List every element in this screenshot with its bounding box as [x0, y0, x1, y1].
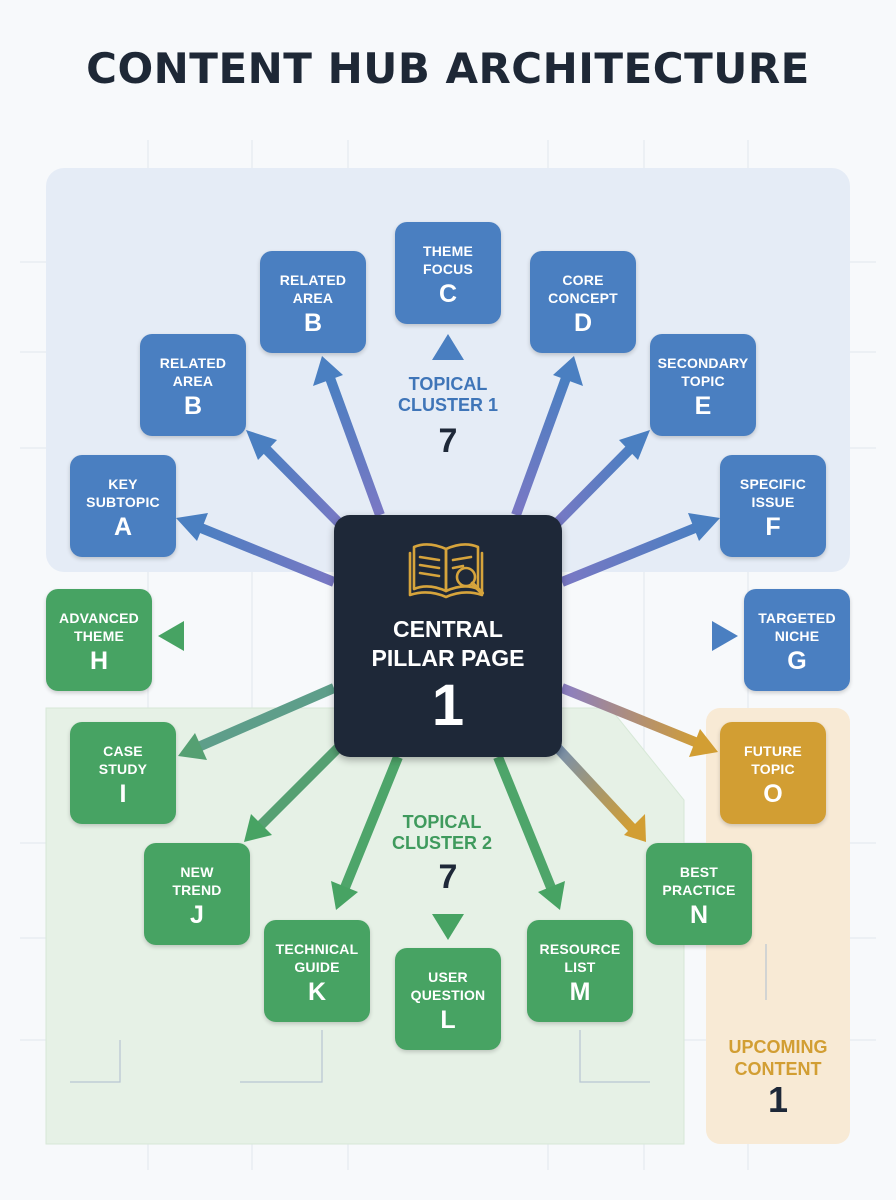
node-letter: N: [689, 901, 709, 929]
node-letter: B: [303, 309, 323, 337]
cluster2-count: 7: [438, 858, 458, 896]
cluster1-label: TOPICAL CLUSTER 1: [368, 374, 528, 416]
node-letter: M: [569, 978, 591, 1006]
node-label: AREA: [292, 290, 334, 306]
node-letter: O: [763, 780, 783, 808]
cluster1-count: 7: [438, 422, 458, 460]
node-label: ADVANCED: [59, 610, 139, 626]
central-pillar-page[interactable]: CENTRAL PILLAR PAGE 1: [334, 515, 562, 757]
node-letter: B: [183, 392, 203, 420]
node-label: QUESTION: [410, 987, 486, 1003]
node-letter: H: [89, 647, 109, 675]
node-label: KEY: [108, 476, 138, 492]
node-label: RELATED: [159, 355, 227, 371]
node-label: TOPIC: [681, 373, 725, 389]
node-label: PRACTICE: [662, 882, 736, 898]
node-label: CONCEPT: [548, 290, 618, 306]
node-letter: I: [119, 780, 127, 808]
node-label: FOCUS: [423, 261, 473, 277]
node-label: TECHNICAL: [275, 941, 359, 957]
node-letter: L: [440, 1006, 456, 1034]
open-book-magnifier-icon: [408, 543, 484, 599]
node-label: STUDY: [98, 761, 148, 777]
node-l-user-question[interactable]: USER QUESTION L: [395, 948, 501, 1050]
node-b-related-area-upper[interactable]: RELATED AREA B: [260, 251, 366, 353]
node-f-specific-issue[interactable]: SPECIFIC ISSUE F: [720, 455, 826, 557]
node-label: NICHE: [774, 628, 820, 644]
node-label: TARGETED: [758, 610, 836, 626]
node-c-theme-focus[interactable]: THEME FOCUS C: [395, 222, 501, 324]
node-letter: F: [765, 513, 781, 541]
upcoming-label-line1: UPCOMING: [728, 1037, 828, 1057]
node-label: USER: [428, 969, 468, 985]
node-label: CASE: [103, 743, 143, 759]
node-label: NEW: [180, 864, 214, 880]
node-letter: A: [113, 513, 133, 541]
node-letter: J: [190, 901, 204, 929]
page-title: CONTENT HUB ARCHITECTURE: [86, 44, 810, 93]
node-label: THEME: [74, 628, 124, 644]
upcoming-content-label: UPCOMING CONTENT: [706, 1036, 850, 1080]
node-label: CORE: [562, 272, 604, 288]
node-letter: C: [438, 280, 458, 308]
node-label: FUTURE: [744, 743, 802, 759]
upcoming-content-count: 1: [767, 1079, 789, 1120]
cluster1-label-line1: TOPICAL: [408, 374, 488, 394]
node-a-key-subtopic[interactable]: KEY SUBTOPIC A: [70, 455, 176, 557]
node-label: LIST: [564, 959, 596, 975]
central-label-line1: CENTRAL: [393, 616, 503, 642]
node-label: RESOURCE: [539, 941, 621, 957]
central-pillar-count: 1: [431, 673, 465, 738]
arrowheads: [158, 334, 738, 940]
node-letter: E: [694, 392, 712, 420]
node-o-future-topic[interactable]: FUTURE TOPIC O: [720, 722, 826, 824]
upcoming-label-line2: CONTENT: [734, 1059, 822, 1079]
node-label: SECONDARY: [657, 355, 749, 371]
node-label: AREA: [172, 373, 214, 389]
node-label: TREND: [172, 882, 222, 898]
node-letter: K: [307, 978, 327, 1006]
node-label: BEST: [679, 864, 719, 880]
node-label: SPECIFIC: [739, 476, 807, 492]
node-j-new-trend[interactable]: NEW TREND J: [144, 843, 250, 945]
node-k-technical-guide[interactable]: TECHNICAL GUIDE K: [264, 920, 370, 1022]
node-label: RELATED: [279, 272, 347, 288]
node-g-targeted-niche[interactable]: TARGETED NICHE G: [744, 589, 850, 691]
node-m-resource-list[interactable]: RESOURCE LIST M: [527, 920, 633, 1022]
node-label: TOPIC: [751, 761, 795, 777]
cluster2-label-line2: CLUSTER 2: [391, 833, 492, 853]
cluster2-label: TOPICAL CLUSTER 2: [362, 812, 522, 854]
cluster1-label-line2: CLUSTER 1: [397, 395, 498, 415]
node-d-core-concept[interactable]: CORE CONCEPT D: [530, 251, 636, 353]
node-h-advanced-theme[interactable]: ADVANCED THEME H: [46, 589, 152, 691]
node-i-case-study[interactable]: CASE STUDY I: [70, 722, 176, 824]
node-e-secondary-topic[interactable]: SECONDARY TOPIC E: [650, 334, 756, 436]
node-label: THEME: [423, 243, 473, 259]
cluster2-label-line1: TOPICAL: [402, 812, 482, 832]
node-letter: D: [573, 309, 593, 337]
node-b-related-area-lower[interactable]: RELATED AREA B: [140, 334, 246, 436]
central-pillar-label: CENTRAL PILLAR PAGE: [334, 615, 562, 673]
central-label-line2: PILLAR PAGE: [371, 645, 525, 671]
node-label: SUBTOPIC: [86, 494, 160, 510]
node-label: GUIDE: [294, 959, 340, 975]
node-n-best-practice[interactable]: BEST PRACTICE N: [646, 843, 752, 945]
node-label: ISSUE: [751, 494, 795, 510]
node-letter: G: [787, 647, 807, 675]
